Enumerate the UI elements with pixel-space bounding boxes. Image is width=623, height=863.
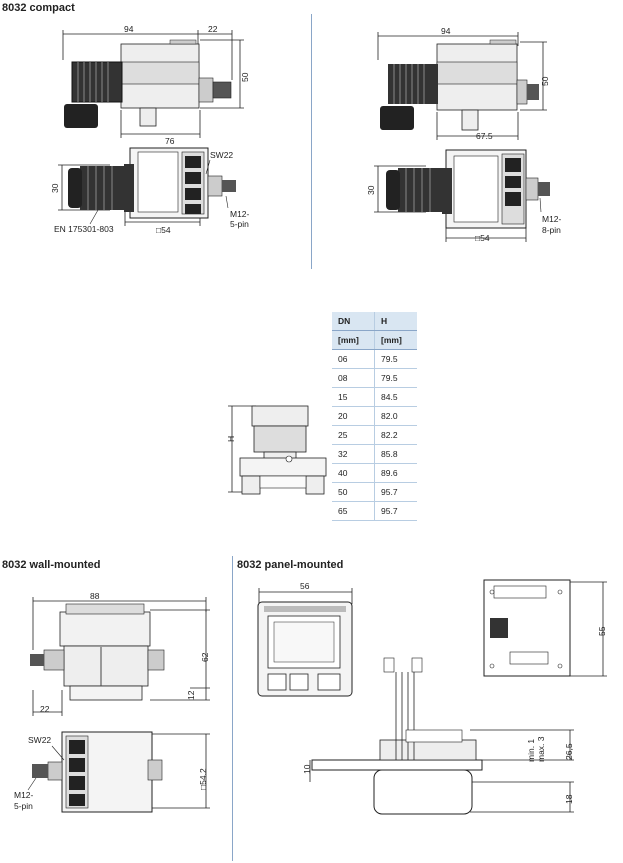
dim-76-compact-left: 76 bbox=[165, 136, 175, 146]
table-cell-dn: 15 bbox=[332, 387, 375, 407]
table-cell-h: 95.7 bbox=[374, 501, 417, 521]
dim-675-compact-right: 67.5 bbox=[476, 131, 493, 141]
title-panel-mounted: 8032 panel-mounted bbox=[237, 559, 344, 571]
label-m12-wall: M12- bbox=[14, 790, 34, 800]
table-cell-h: 84.5 bbox=[374, 387, 417, 407]
dim-10-panel: 10 bbox=[302, 764, 312, 774]
table-header-dn: DN bbox=[332, 312, 375, 331]
dim-sq54-compact-left: □54 bbox=[156, 225, 171, 235]
table-cell-dn: 50 bbox=[332, 482, 375, 502]
table-header-h-unit: [mm] bbox=[374, 330, 417, 350]
label-sw22-wall: SW22 bbox=[28, 735, 52, 745]
label-m12-pin-compact-left: 5-pin bbox=[230, 219, 249, 229]
table-cell-h: 79.5 bbox=[374, 368, 417, 388]
dim-22-compact-left: 22 bbox=[208, 24, 218, 34]
table-cell-dn: 08 bbox=[332, 368, 375, 388]
table-cell-h: 89.6 bbox=[374, 463, 417, 483]
dim-55-panel: 55 bbox=[597, 626, 607, 636]
label-m12-pin-compact-right: 8-pin bbox=[542, 225, 561, 235]
divider-bottom bbox=[232, 556, 233, 861]
label-min1-panel: min. 1 bbox=[526, 738, 536, 762]
table-cell-dn: 40 bbox=[332, 463, 375, 483]
table-cell-dn: 65 bbox=[332, 501, 375, 521]
table-cell-h: 82.0 bbox=[374, 406, 417, 426]
dim-sq54-compact-right: □54 bbox=[475, 233, 490, 243]
label-m12-pin-wall: 5-pin bbox=[14, 801, 33, 811]
table-cell-h: 79.5 bbox=[374, 349, 417, 369]
table-cell-h: 82.2 bbox=[374, 425, 417, 445]
dim-56-panel: 56 bbox=[300, 581, 310, 591]
table-header-dn-unit: [mm] bbox=[332, 330, 375, 350]
label-sw22-compact-left: SW22 bbox=[210, 150, 234, 160]
table-cell-dn: 32 bbox=[332, 444, 375, 464]
table-cell-dn: 25 bbox=[332, 425, 375, 445]
table-header-h: H bbox=[374, 312, 417, 331]
table-cell-dn: 06 bbox=[332, 349, 375, 369]
label-m12-compact-right: M12- bbox=[542, 214, 562, 224]
label-en-connector: EN 175301-803 bbox=[54, 224, 114, 234]
dim-94-compact-left: 94 bbox=[124, 24, 134, 34]
label-max3-panel: max. 3 bbox=[536, 736, 546, 762]
dim-88-wall: 88 bbox=[90, 591, 100, 601]
label-m12-compact-left: M12- bbox=[230, 209, 250, 219]
dim-94-compact-right: 94 bbox=[441, 26, 451, 36]
divider-top bbox=[311, 14, 312, 269]
title-compact: 8032 compact bbox=[2, 2, 75, 14]
table-cell-h: 85.8 bbox=[374, 444, 417, 464]
title-wall-mounted: 8032 wall-mounted bbox=[2, 559, 101, 571]
table-cell-h: 95.7 bbox=[374, 482, 417, 502]
dim-265-panel: 26,5 bbox=[564, 743, 574, 760]
dim-18-panel: 18 bbox=[564, 794, 574, 804]
dim-22-wall: 22 bbox=[40, 704, 50, 714]
table-cell-dn: 20 bbox=[332, 406, 375, 426]
